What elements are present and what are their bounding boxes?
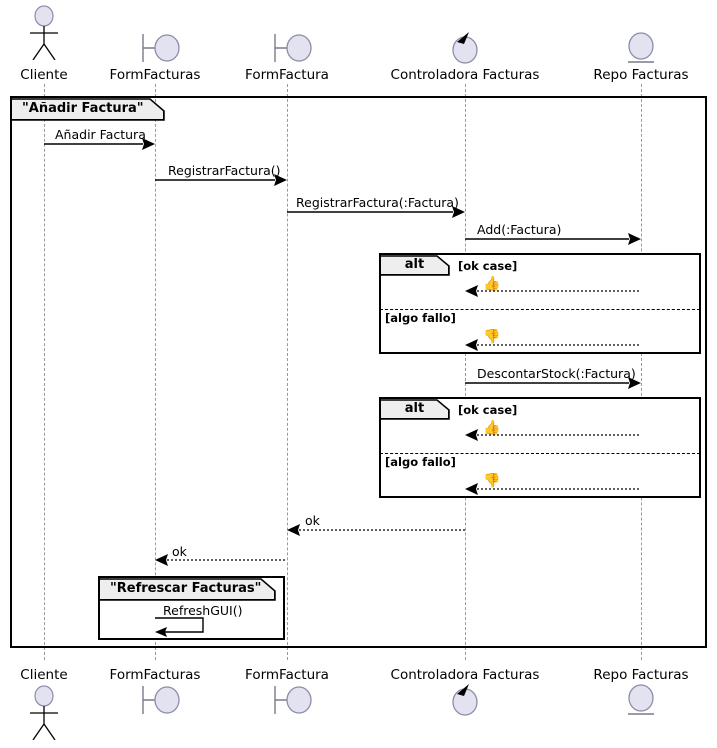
message-label-msg-refreshgui: RefreshGUI() xyxy=(163,603,243,618)
control-icon xyxy=(452,684,478,716)
alt-guard-1-1: [algo fallo] xyxy=(385,455,456,469)
entity-icon xyxy=(628,32,654,63)
message-label-msg-alt1-fail: 👎 xyxy=(483,329,501,345)
message-arrow-msg-alt1-fail[interactable] xyxy=(463,338,643,352)
message-arrow-msg-registrarfactura-f[interactable] xyxy=(285,205,467,219)
entity-icon xyxy=(628,684,654,715)
alt-divider-0 xyxy=(380,309,700,310)
message-label-msg-add-factura: Add(:Factura) xyxy=(477,222,562,237)
message-arrow-msg-add-factura[interactable] xyxy=(463,232,643,246)
boundary-icon xyxy=(142,34,180,62)
actor-stick-figure-icon xyxy=(30,685,58,740)
message-label-msg-alt2-fail: 👎 xyxy=(483,473,501,489)
message-arrow-msg-refreshgui[interactable] xyxy=(153,616,223,646)
alt-tab-outline-1 xyxy=(381,399,450,420)
message-arrow-msg-alt1-ok[interactable] xyxy=(463,284,643,298)
alt-divider-1 xyxy=(380,453,700,454)
alt-guard-0-1: [algo fallo] xyxy=(385,311,456,325)
message-arrow-msg-alt2-fail[interactable] xyxy=(463,482,643,496)
lifeline-controladora-facturas xyxy=(465,84,466,660)
participant-foot-label-1: FormFacturas xyxy=(109,667,201,683)
message-arrow-msg-registrarfactura[interactable] xyxy=(153,173,289,187)
message-label-msg-registrarfactura-f: RegistrarFactura(:Factura) xyxy=(296,195,459,210)
participant-foot-label-4: Repo Facturas xyxy=(593,667,689,683)
participant-foot-label-3: Controladora Facturas xyxy=(390,667,540,683)
lifeline-formfactura xyxy=(287,84,288,660)
control-icon xyxy=(452,32,478,64)
alt-guard-1-0: [ok case] xyxy=(458,403,518,417)
actor-stick-figure-icon xyxy=(30,5,58,60)
lifeline-repo-facturas xyxy=(641,84,642,660)
participant-foot-label-2: FormFactura xyxy=(245,667,329,683)
message-label-msg-ok-2: ok xyxy=(172,544,187,559)
message-arrow-msg-ok-1[interactable] xyxy=(285,523,467,537)
message-label-msg-anadir-factura: Añadir Factura xyxy=(55,127,146,142)
alt-guard-0-0: [ok case] xyxy=(458,259,518,273)
message-arrow-msg-alt2-ok[interactable] xyxy=(463,428,643,442)
message-arrow-msg-descontarstock[interactable] xyxy=(463,376,643,390)
group-tab-outline-0 xyxy=(12,98,165,121)
participant-head-label-1: FormFacturas xyxy=(109,67,201,83)
participant-head-label-2: FormFactura xyxy=(245,67,329,83)
message-label-msg-ok-1: ok xyxy=(305,513,320,528)
message-label-msg-alt1-ok: 👍 xyxy=(483,276,501,292)
participant-head-label-0: Cliente xyxy=(20,67,68,83)
message-arrow-msg-ok-2[interactable] xyxy=(153,553,289,567)
lifeline-cliente xyxy=(44,84,45,660)
alt-tab-outline-0 xyxy=(381,255,450,276)
group-frame-0 xyxy=(10,96,707,648)
participant-foot-label-0: Cliente xyxy=(20,667,68,683)
group-tab-1: "Refrescar Facturas" xyxy=(100,578,275,600)
boundary-icon xyxy=(274,34,312,62)
message-label-msg-descontarstock: DescontarStock(:Factura) xyxy=(477,366,636,381)
message-label-msg-alt2-ok: 👍 xyxy=(483,420,501,436)
boundary-icon xyxy=(142,686,180,714)
group-tab-outline-1 xyxy=(100,578,276,601)
boundary-icon xyxy=(274,686,312,714)
participant-head-label-4: Repo Facturas xyxy=(593,67,689,83)
message-arrow-msg-anadir-factura[interactable] xyxy=(42,137,157,151)
alt-operator-tab-1: alt xyxy=(381,399,449,419)
participant-head-label-3: Controladora Facturas xyxy=(390,67,540,83)
lifeline-formfacturas xyxy=(155,84,156,660)
message-label-msg-registrarfactura: RegistrarFactura() xyxy=(168,163,281,178)
